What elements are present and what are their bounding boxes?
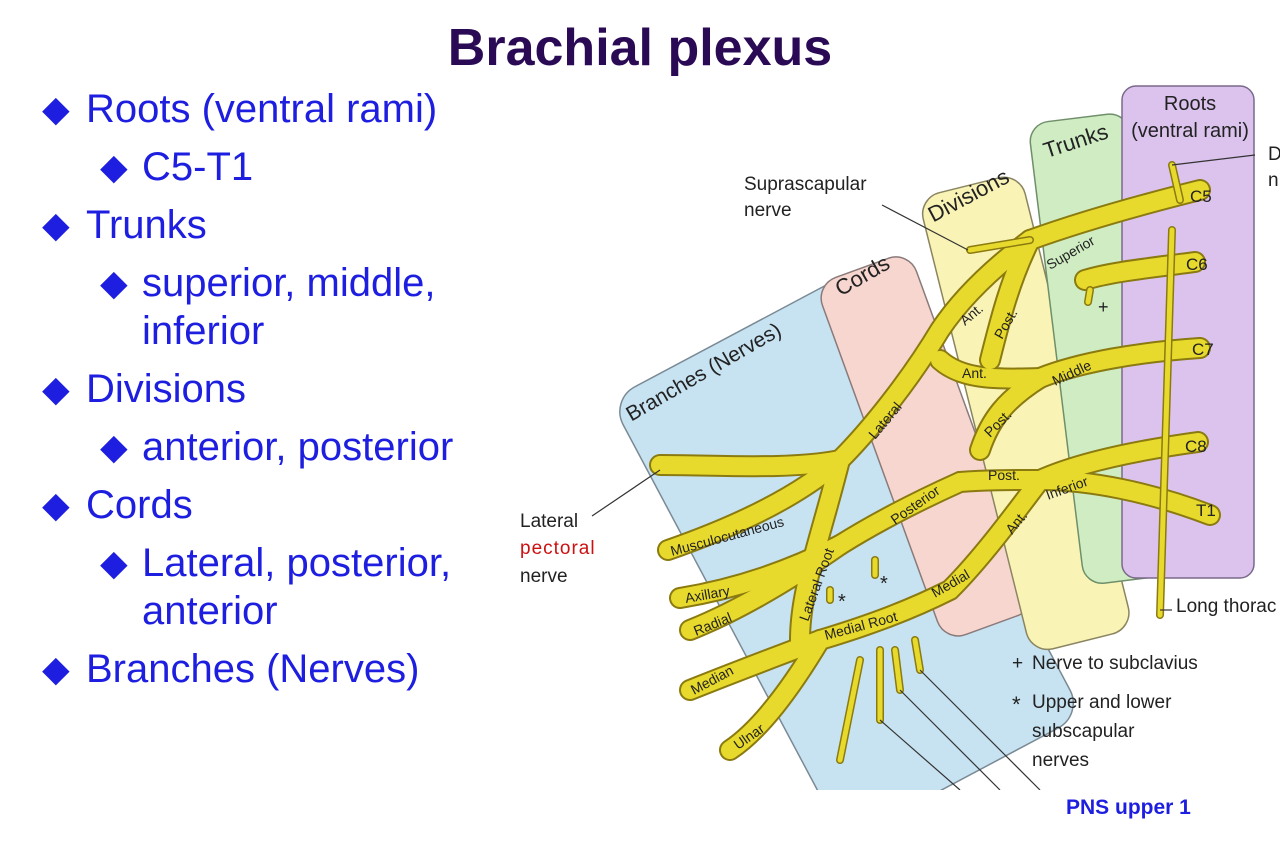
- division-label: Ant.: [962, 365, 987, 381]
- ramus-label-t1: T1: [1196, 501, 1216, 520]
- bullet-item: ◆ anterior, posterior: [42, 423, 502, 471]
- lateral-pectoral-label-1: Lateral: [520, 511, 578, 532]
- small-branch-fills: [827, 162, 1183, 763]
- star-marker: *: [838, 591, 846, 613]
- suprascapular-label-2: nerve: [744, 200, 792, 221]
- ramus-label-c8: C8: [1185, 437, 1207, 456]
- dorsal-scapular-label-a: D: [1268, 144, 1280, 165]
- bullet-item: ◆ Lateral, posterior, anterior: [42, 539, 472, 635]
- bullet-item: ◆ Roots (ventral rami): [42, 85, 502, 133]
- nerve-fills: [651, 181, 1219, 759]
- diamond-bullet-icon: ◆: [100, 542, 128, 583]
- bullet-text: C5-T1: [142, 145, 254, 189]
- bullet-text: Trunks: [86, 203, 207, 247]
- dorsal-scapular-label-b: n: [1268, 170, 1279, 191]
- ramus-label-c6: C6: [1186, 255, 1208, 274]
- rami-labels: C5 C6 C7 C8 T1: [1185, 187, 1216, 520]
- diamond-bullet-icon: ◆: [42, 88, 70, 129]
- lateral-pectoral-label-3: nerve: [520, 566, 568, 587]
- bullet-text: Roots (ventral rami): [86, 87, 438, 131]
- slide-title: Brachial plexus: [447, 19, 833, 77]
- ramus-label-c5: C5: [1190, 187, 1212, 206]
- bullet-text: Branches (Nerves): [86, 647, 420, 691]
- division-label: Post.: [988, 467, 1020, 483]
- bullet-item: ◆ C5-T1: [42, 143, 502, 191]
- legend-plus-symbol: +: [1012, 653, 1023, 674]
- bullet-item: ◆ Trunks: [42, 201, 502, 249]
- plus-marker: +: [1098, 297, 1109, 317]
- bullet-item: ◆ superior, middle, inferior: [42, 259, 442, 355]
- diamond-bullet-icon: ◆: [42, 204, 70, 245]
- diamond-bullet-icon: ◆: [100, 146, 128, 187]
- bullet-item: ◆ Cords: [42, 481, 502, 529]
- diamond-bullet-icon: ◆: [100, 262, 128, 303]
- star-marker: *: [880, 573, 888, 595]
- bullet-text: Cords: [86, 483, 193, 527]
- bullet-list: ◆ Roots (ventral rami) ◆ C5-T1 ◆ Trunks ◆ su…: [42, 85, 502, 703]
- legend-star-symbol: *: [1012, 692, 1021, 717]
- bullet-text: superior, middle, inferior: [142, 261, 436, 353]
- legend-plus-text: Nerve to subclavius: [1032, 653, 1198, 674]
- slide-footer: PNS upper 1: [1066, 796, 1191, 819]
- nerve-label-axillary: Axillary: [684, 582, 731, 606]
- long-thoracic-label: Long thorac: [1176, 596, 1276, 617]
- callout-lines: [591, 154, 1256, 790]
- legend-star-text-3: nerves: [1032, 750, 1089, 771]
- ramus-label-c7: C7: [1192, 340, 1214, 359]
- bullet-item: ◆ Divisions: [42, 365, 502, 413]
- diamond-bullet-icon: ◆: [42, 648, 70, 689]
- diamond-bullet-icon: ◆: [42, 484, 70, 525]
- legend-star-text-2: subscapular: [1032, 721, 1135, 742]
- legend: + Nerve to subclavius * Upper and lower …: [1012, 653, 1198, 771]
- bullet-text: Lateral, posterior, anterior: [142, 541, 452, 633]
- diamond-bullet-icon: ◆: [100, 426, 128, 467]
- roots-label-1: Roots: [1164, 93, 1216, 115]
- bullet-text: Divisions: [86, 367, 247, 411]
- lateral-pectoral-label-2: pectoral: [520, 538, 596, 559]
- roots-label-2: (ventral rami): [1131, 120, 1249, 142]
- suprascapular-label-1: Suprascapular: [744, 174, 867, 195]
- diamond-bullet-icon: ◆: [42, 368, 70, 409]
- legend-star-text-1: Upper and lower: [1032, 692, 1172, 713]
- bullet-item: ◆ Branches (Nerves): [42, 645, 502, 693]
- bullet-text: anterior, posterior: [142, 425, 454, 469]
